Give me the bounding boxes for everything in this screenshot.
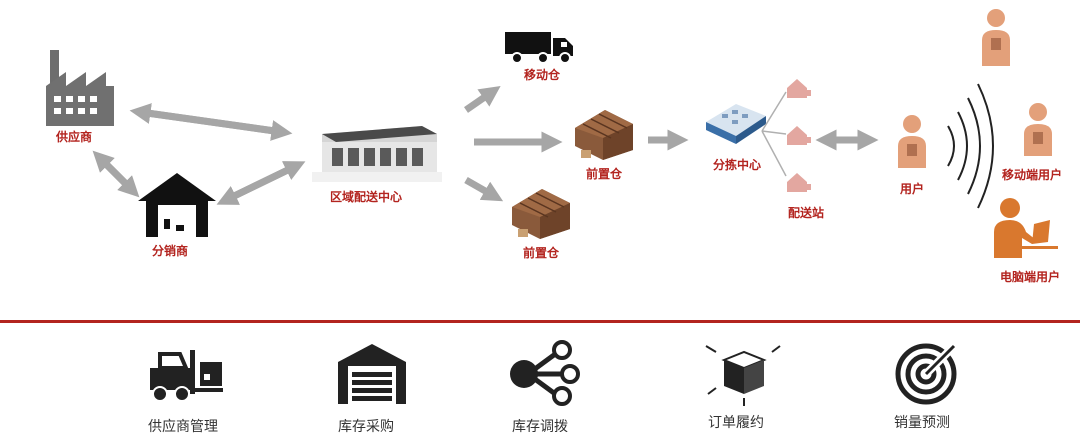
mobile-warehouse-label: 移动仓: [524, 68, 561, 82]
package-box-icon: [705, 345, 781, 406]
factory-icon: [46, 50, 114, 126]
delivery-station-icon: [787, 173, 811, 192]
distribution-network-icon: [510, 340, 580, 406]
mobile-user-label: 移动端用户: [1002, 168, 1063, 182]
user-person-icon: [898, 115, 926, 168]
distributor-label: 分销商: [152, 244, 189, 258]
warehouse-icon: [338, 344, 406, 404]
sorting-center-icon: [706, 104, 766, 144]
front-warehouse-top-label: 前置仓: [586, 167, 623, 181]
module-label-sales-forecast: 销量预测: [894, 415, 950, 431]
front-warehouse-bottom-label: 前置仓: [523, 246, 560, 260]
wifi-signal-icon: [947, 83, 994, 209]
distributor-warehouse-icon: [138, 173, 216, 237]
regional-center-label: 区域配送中心: [330, 190, 403, 204]
fan-out-lines: [761, 91, 787, 177]
truck-icon: [505, 32, 573, 64]
user-label: 用户: [900, 182, 925, 196]
delivery-station-icon: [787, 79, 811, 98]
mobile-user-person-icon: [1024, 103, 1052, 156]
radar-icon: [895, 343, 957, 405]
flow-arrows: [92, 86, 879, 205]
delivery-station-label: 配送站: [788, 206, 825, 220]
pc-user-icon: [994, 198, 1058, 258]
module-label-supplier-mgmt: 供应商管理: [148, 419, 218, 435]
regional-distribution-center-icon: [312, 126, 442, 182]
module-label-order-fulfillment: 订单履约: [708, 415, 764, 431]
sorting-center-label: 分拣中心: [713, 158, 762, 172]
section-divider: [0, 320, 1080, 323]
pc-user-label: 电脑端用户: [1000, 270, 1061, 284]
supplier-label: 供应商: [56, 130, 93, 144]
module-label-inventory-purchase: 库存采购: [338, 419, 394, 435]
delivery-station-icon: [787, 126, 811, 145]
front-warehouse-icon: [575, 110, 633, 160]
mobile-user-person-icon: [982, 9, 1010, 66]
front-warehouse-icon: [512, 189, 570, 239]
forklift-icon: [150, 350, 223, 402]
module-label-inventory-transfer: 库存调拨: [512, 419, 568, 435]
